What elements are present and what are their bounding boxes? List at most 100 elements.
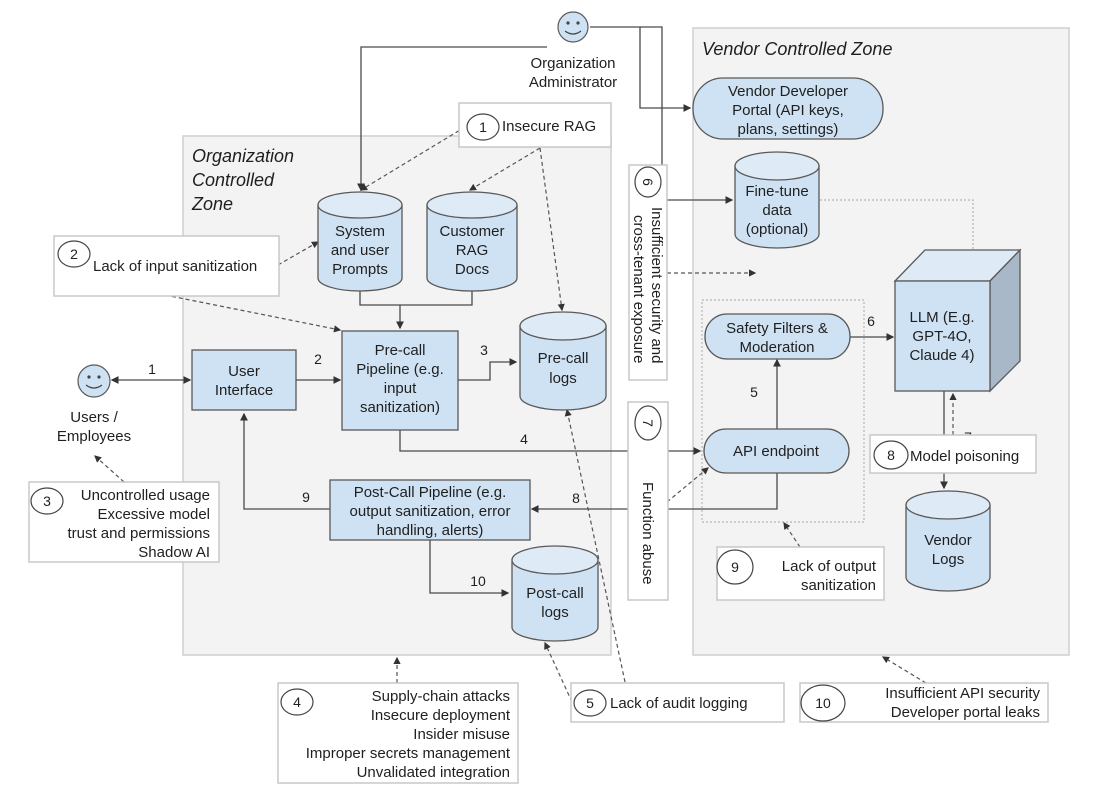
- vendor-developer-portal[interactable]: Vendor Developer Portal (API keys, plans…: [692, 77, 884, 140]
- flow-3-label: 3: [480, 342, 488, 358]
- flow-9-label: 9: [302, 489, 310, 505]
- system-prompts-label-1: System: [335, 223, 385, 240]
- portal-label-3: plans, settings): [738, 121, 839, 138]
- ui-label-2: Interface: [215, 382, 273, 399]
- risk-note-4[interactable]: 4 Supply-chain attacks Insecure deployme…: [277, 682, 519, 784]
- admin-label-line1: Organization: [530, 55, 615, 72]
- admin-smiley-icon: [557, 11, 589, 43]
- admin-to-risk6-line: [640, 26, 663, 165]
- risk-6-text-1: Insufficient security and: [648, 207, 665, 363]
- risk-5-text: Lack of audit logging: [610, 695, 748, 712]
- safety-label-1: Safety Filters &: [726, 320, 828, 337]
- risk7-to-api-pointer: [666, 467, 709, 503]
- finetune-data-store[interactable]: Fine-tune data (optional): [734, 151, 820, 249]
- rag-docs-label-3: Docs: [455, 261, 489, 278]
- rag-docs-label-1: Customer: [439, 223, 504, 240]
- users-smiley-icon: [77, 364, 111, 398]
- safety-filters-moderation[interactable]: Safety Filters & Moderation: [704, 313, 851, 360]
- admin-label-line2: Administrator: [529, 74, 617, 91]
- admin-to-portal-line: [590, 26, 692, 112]
- org-zone-title-line1: Organization: [192, 146, 294, 166]
- flow-10-line: [429, 540, 510, 597]
- ui-label-1: User: [228, 363, 260, 380]
- risk-7-number: 7: [640, 419, 656, 427]
- llm-cube[interactable]: LLM (E.g. GPT-4O, Claude 4): [893, 248, 1022, 393]
- admin-to-prompts-line: [357, 46, 547, 192]
- organization-administrator[interactable]: Organization Administrator: [529, 11, 617, 91]
- risk-3-text-3: trust and permissions: [67, 525, 210, 542]
- flow-3-line: [458, 358, 518, 381]
- postcall-label-3: handling, alerts): [377, 522, 484, 539]
- risk-4-text-1: Supply-chain attacks: [372, 688, 510, 705]
- users-employees[interactable]: Users / Employees: [57, 364, 131, 445]
- risk-note-7[interactable]: 7 Function abuse: [627, 401, 669, 601]
- risk-4-number: 4: [293, 694, 301, 710]
- users-label-line1: Users /: [70, 409, 118, 426]
- risk-6-number: 6: [640, 178, 656, 186]
- customer-rag-docs-store[interactable]: Customer RAG Docs: [426, 191, 518, 292]
- risk-10-number: 10: [815, 695, 831, 711]
- risk10-to-vendor-zone-pointer: [881, 656, 927, 684]
- risk-7-text: Function abuse: [639, 482, 656, 585]
- risk-note-9[interactable]: 9 Lack of output sanitization: [716, 546, 885, 601]
- risk-10-text-2: Developer portal leaks: [891, 704, 1040, 721]
- precall-label-4: sanitization): [360, 399, 440, 416]
- risk-3-text-1: Uncontrolled usage: [81, 487, 210, 504]
- risk-9-text-1: Lack of output: [782, 558, 877, 575]
- precall-logs-label-2: logs: [549, 370, 577, 387]
- system-prompts-label-3: Prompts: [332, 261, 388, 278]
- finetune-label-3: (optional): [746, 221, 809, 238]
- risk-note-3[interactable]: 3 Uncontrolled usage Excessive model tru…: [28, 481, 220, 563]
- risk-3-text-2: Excessive model: [97, 506, 210, 523]
- flow-8-label: 8: [572, 490, 580, 506]
- precall-logs-store[interactable]: Pre-call logs: [519, 311, 607, 411]
- api-endpoint[interactable]: API endpoint: [703, 428, 850, 474]
- gateway-group-boundary: [701, 299, 865, 523]
- risk-1-text: Insecure RAG: [502, 118, 596, 135]
- llm-label-1: LLM (E.g.: [909, 309, 974, 326]
- vendor-logs-store[interactable]: Vendor Logs: [905, 490, 991, 592]
- postcall-logs-store[interactable]: Post-call logs: [511, 545, 599, 642]
- finetune-label-1: Fine-tune: [745, 183, 808, 200]
- risk-1-number: 1: [479, 119, 487, 135]
- portal-label-2: Portal (API keys,: [732, 102, 844, 119]
- risk-note-5[interactable]: 5 Lack of audit logging: [570, 682, 785, 723]
- flow-10-label: 10: [470, 573, 486, 589]
- vendor-logs-label-1: Vendor: [924, 532, 972, 549]
- postcall-label-2: output sanitization, error: [350, 503, 511, 520]
- flow-4-line: [399, 430, 702, 455]
- safety-label-2: Moderation: [739, 339, 814, 356]
- risk-6-text-2: cross-tenant exposure: [630, 215, 647, 363]
- flow-1-label: 1: [148, 361, 156, 377]
- risk3-to-users-pointer: [94, 455, 125, 483]
- risk-note-1[interactable]: 1 Insecure RAG: [458, 102, 612, 148]
- flow-9-line: [240, 412, 330, 510]
- portal-label-1: Vendor Developer: [728, 83, 848, 100]
- risk-3-number: 3: [43, 493, 51, 509]
- risk5-to-postcall-logs-pointer: [544, 641, 573, 703]
- risk-10-text-1: Insufficient API security: [885, 685, 1040, 702]
- risk-4-text-3: Insider misuse: [413, 726, 510, 743]
- risk-note-8[interactable]: 8 Model poisoning: [869, 434, 1037, 474]
- precall-pipeline-box[interactable]: Pre-call Pipeline (e.g. input sanitizati…: [341, 330, 459, 431]
- user-interface-box[interactable]: User Interface: [191, 349, 297, 411]
- risk9-to-gateway-pointer: [783, 522, 801, 548]
- vendor-logs-label-2: Logs: [932, 551, 965, 568]
- risk-note-2[interactable]: 2 Lack of input sanitization: [53, 235, 280, 297]
- system-prompts-store[interactable]: System and user Prompts: [317, 191, 403, 292]
- finetune-label-2: data: [762, 202, 792, 219]
- flow-2-label: 2: [314, 351, 322, 367]
- postcall-pipeline-box[interactable]: Post-Call Pipeline (e.g. output sanitiza…: [329, 479, 531, 541]
- llm-label-3: Claude 4): [909, 347, 974, 364]
- risk-note-10[interactable]: 10 Insufficient API security Developer p…: [799, 682, 1049, 723]
- precall-logs-label-1: Pre-call: [538, 350, 589, 367]
- risk-note-6[interactable]: 6 Insufficient security and cross-tenant…: [628, 164, 668, 381]
- flow-4-label: 4: [520, 431, 528, 447]
- risk1-to-precall-logs-pointer: [539, 147, 565, 312]
- risk1-to-prompts-pointer: [359, 126, 466, 191]
- risk-4-text-5: Unvalidated integration: [357, 764, 510, 781]
- precall-label-1: Pre-call: [375, 342, 426, 359]
- org-zone-title-line2: Controlled: [192, 170, 275, 190]
- risk-2-number: 2: [70, 246, 78, 262]
